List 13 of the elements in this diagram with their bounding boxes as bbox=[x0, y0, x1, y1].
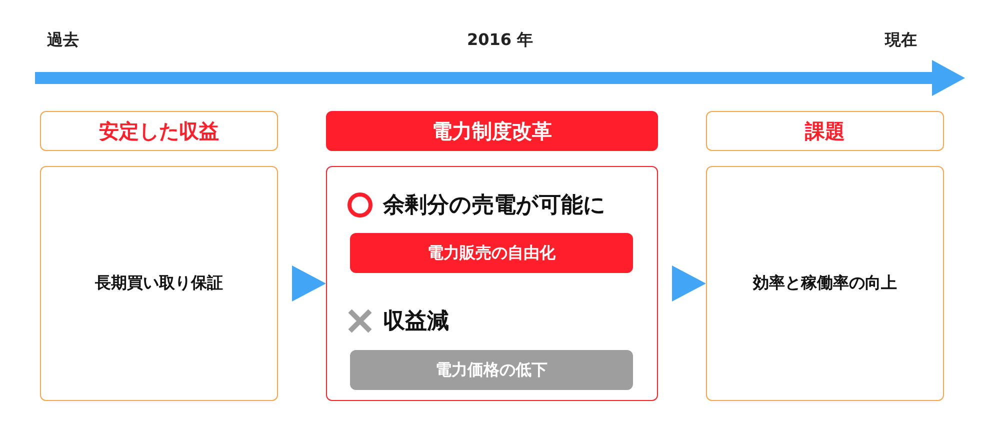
label-pill: 電力価格の低下 bbox=[350, 350, 633, 390]
heading-box: 安定した収益 bbox=[40, 111, 278, 151]
content-box bbox=[326, 166, 658, 401]
item-text: 収益減 bbox=[383, 308, 449, 336]
label-pill: 電力販売の自由化 bbox=[350, 233, 633, 273]
timeline-label: 過去 bbox=[47, 30, 79, 51]
timeline-label: 2016 年 bbox=[466, 30, 534, 51]
content-box: 効率と稼働率の向上 bbox=[706, 166, 944, 401]
heading-box: 課題 bbox=[706, 111, 944, 151]
item-text: 余剰分の売電が可能に bbox=[383, 192, 606, 220]
timeline-label: 現在 bbox=[885, 30, 917, 51]
content-box: 長期買い取り保証 bbox=[40, 166, 278, 401]
heading-box: 電力制度改革 bbox=[326, 111, 658, 151]
